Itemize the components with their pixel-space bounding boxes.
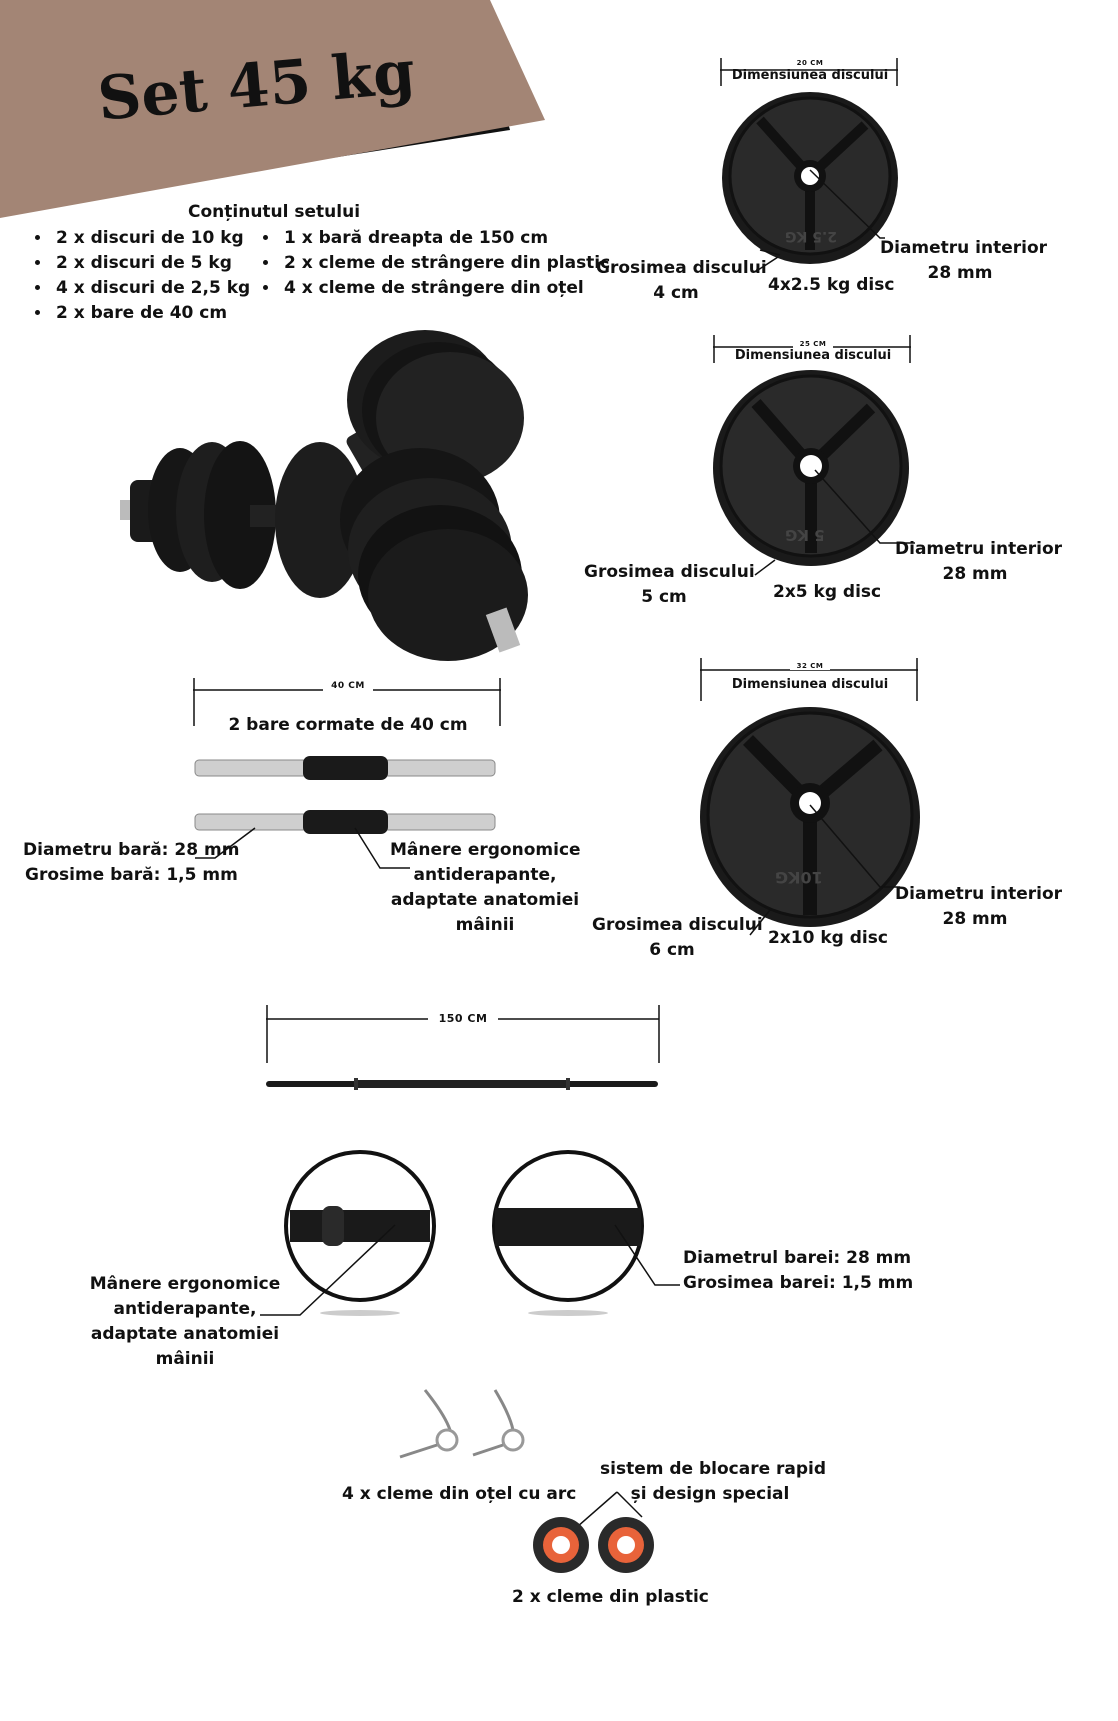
dim-label-disc-medium: Dimensiunea discului [734,348,892,363]
dim-line-disc-small [720,58,898,86]
list-item: 2 x cleme de strângere din plastic [280,251,610,276]
lock-system-line1: sistem de blocare rapid [600,1459,827,1479]
list-item: 4 x discuri de 2,5 kg [52,276,250,301]
detail-bar-diameter: Diametrul barei: 28 mm [683,1248,912,1268]
thickness-label-large: Grosimea discului [592,915,763,935]
steel-clamps-image [399,1389,525,1459]
steel-clamps-label: 4 x cleme din oțel cu arc [342,1484,577,1504]
inner-diameter-label-medium: Diametru interior [895,539,1063,559]
short-bar-image [194,756,496,834]
dim-label-disc-large: Dimensiunea discului [731,677,889,692]
detail-grip-line1: Mânere ergonomice [89,1274,281,1294]
list-item: 2 x discuri de 5 kg [52,251,250,276]
short-bar-grip-line1: Mânere ergonomice [390,840,581,860]
dim-value-short-bars: 40 CM [323,681,373,691]
leader-lines-disc-medium [754,469,915,576]
short-bar-grip-line4: mâinii [455,915,515,935]
thickness-value-large: 6 cm [649,940,695,960]
short-bar-diameter: Diametru bară: 28 mm [23,840,240,860]
list-item: 2 x bare de 40 cm [52,301,250,326]
thickness-label-medium: Grosimea discului [584,562,755,582]
disc-label-medium: 2x5 kg disc [773,582,882,602]
thickness-label-small: Grosimea discului [596,258,767,278]
short-bar-grip-line3: adaptate anatomiei [390,890,580,910]
list-item: 4 x cleme de strângere din oțel [280,276,610,301]
plate-disc-large [700,707,920,927]
leader-lines-disc-small [754,169,885,273]
lock-system-line2: și design special [630,1484,790,1504]
dumbbell-pair-image [120,330,528,661]
leader-lines-disc-large [749,804,900,936]
plastic-clamps-image [533,1517,654,1573]
dim-label-disc-small: Dimensiunea discului [731,68,889,83]
short-bar-thickness: Grosime bară: 1,5 mm [25,865,238,885]
inner-diameter-label-large: Diametru interior [895,884,1063,904]
list-item: 2 x discuri de 10 kg [52,226,250,251]
disc-label-large: 2x10 kg disc [768,928,888,948]
detail-grip-line3: adaptate anatomiei [90,1324,280,1344]
plate-disc-small [722,92,898,264]
short-bars-title: 2 bare cormate de 40 cm [228,715,468,735]
inner-diameter-value-small: 28 mm [927,263,993,283]
long-bar-image [266,1078,658,1090]
detail-grip-line4: mâinii [155,1349,215,1369]
short-bar-grip-line2: antiderapante, [413,865,557,885]
detail-bar-thickness: Grosimea barei: 1,5 mm [683,1273,914,1293]
thickness-value-medium: 5 cm [641,587,687,607]
contents-list-col1: 2 x discuri de 10 kg 2 x discuri de 5 kg… [32,226,250,326]
inner-diameter-label-small: Diametru interior [880,238,1048,258]
dim-value-long-bar: 150 CM [428,1012,498,1025]
disc-label-small: 4x2.5 kg disc [768,275,895,295]
dim-value-disc-large: 32 CM [790,662,830,670]
inner-diameter-value-large: 28 mm [942,909,1008,929]
leader-lines-short-bars [195,827,410,869]
list-item: 1 x bară dreapta de 150 cm [280,226,610,251]
dim-line-disc-large [700,658,918,701]
plastic-clamps-label: 2 x cleme din plastic [512,1587,709,1607]
leader-lines-details [260,1224,680,1316]
leader-lines-clamps [576,1491,643,1528]
contents-heading: Conținutul setului [188,202,361,222]
detail-grip-line2: antiderapante, [113,1299,257,1319]
dim-value-disc-medium: 25 CM [793,340,833,348]
thickness-value-small: 4 cm [653,283,699,303]
dim-value-disc-small: 20 CM [790,59,830,67]
bar-detail-grip-image [284,1150,436,1316]
plate-disc-medium [713,370,909,566]
contents-list-col2: 1 x bară dreapta de 150 cm 2 x cleme de … [260,226,610,301]
inner-diameter-value-medium: 28 mm [942,564,1008,584]
